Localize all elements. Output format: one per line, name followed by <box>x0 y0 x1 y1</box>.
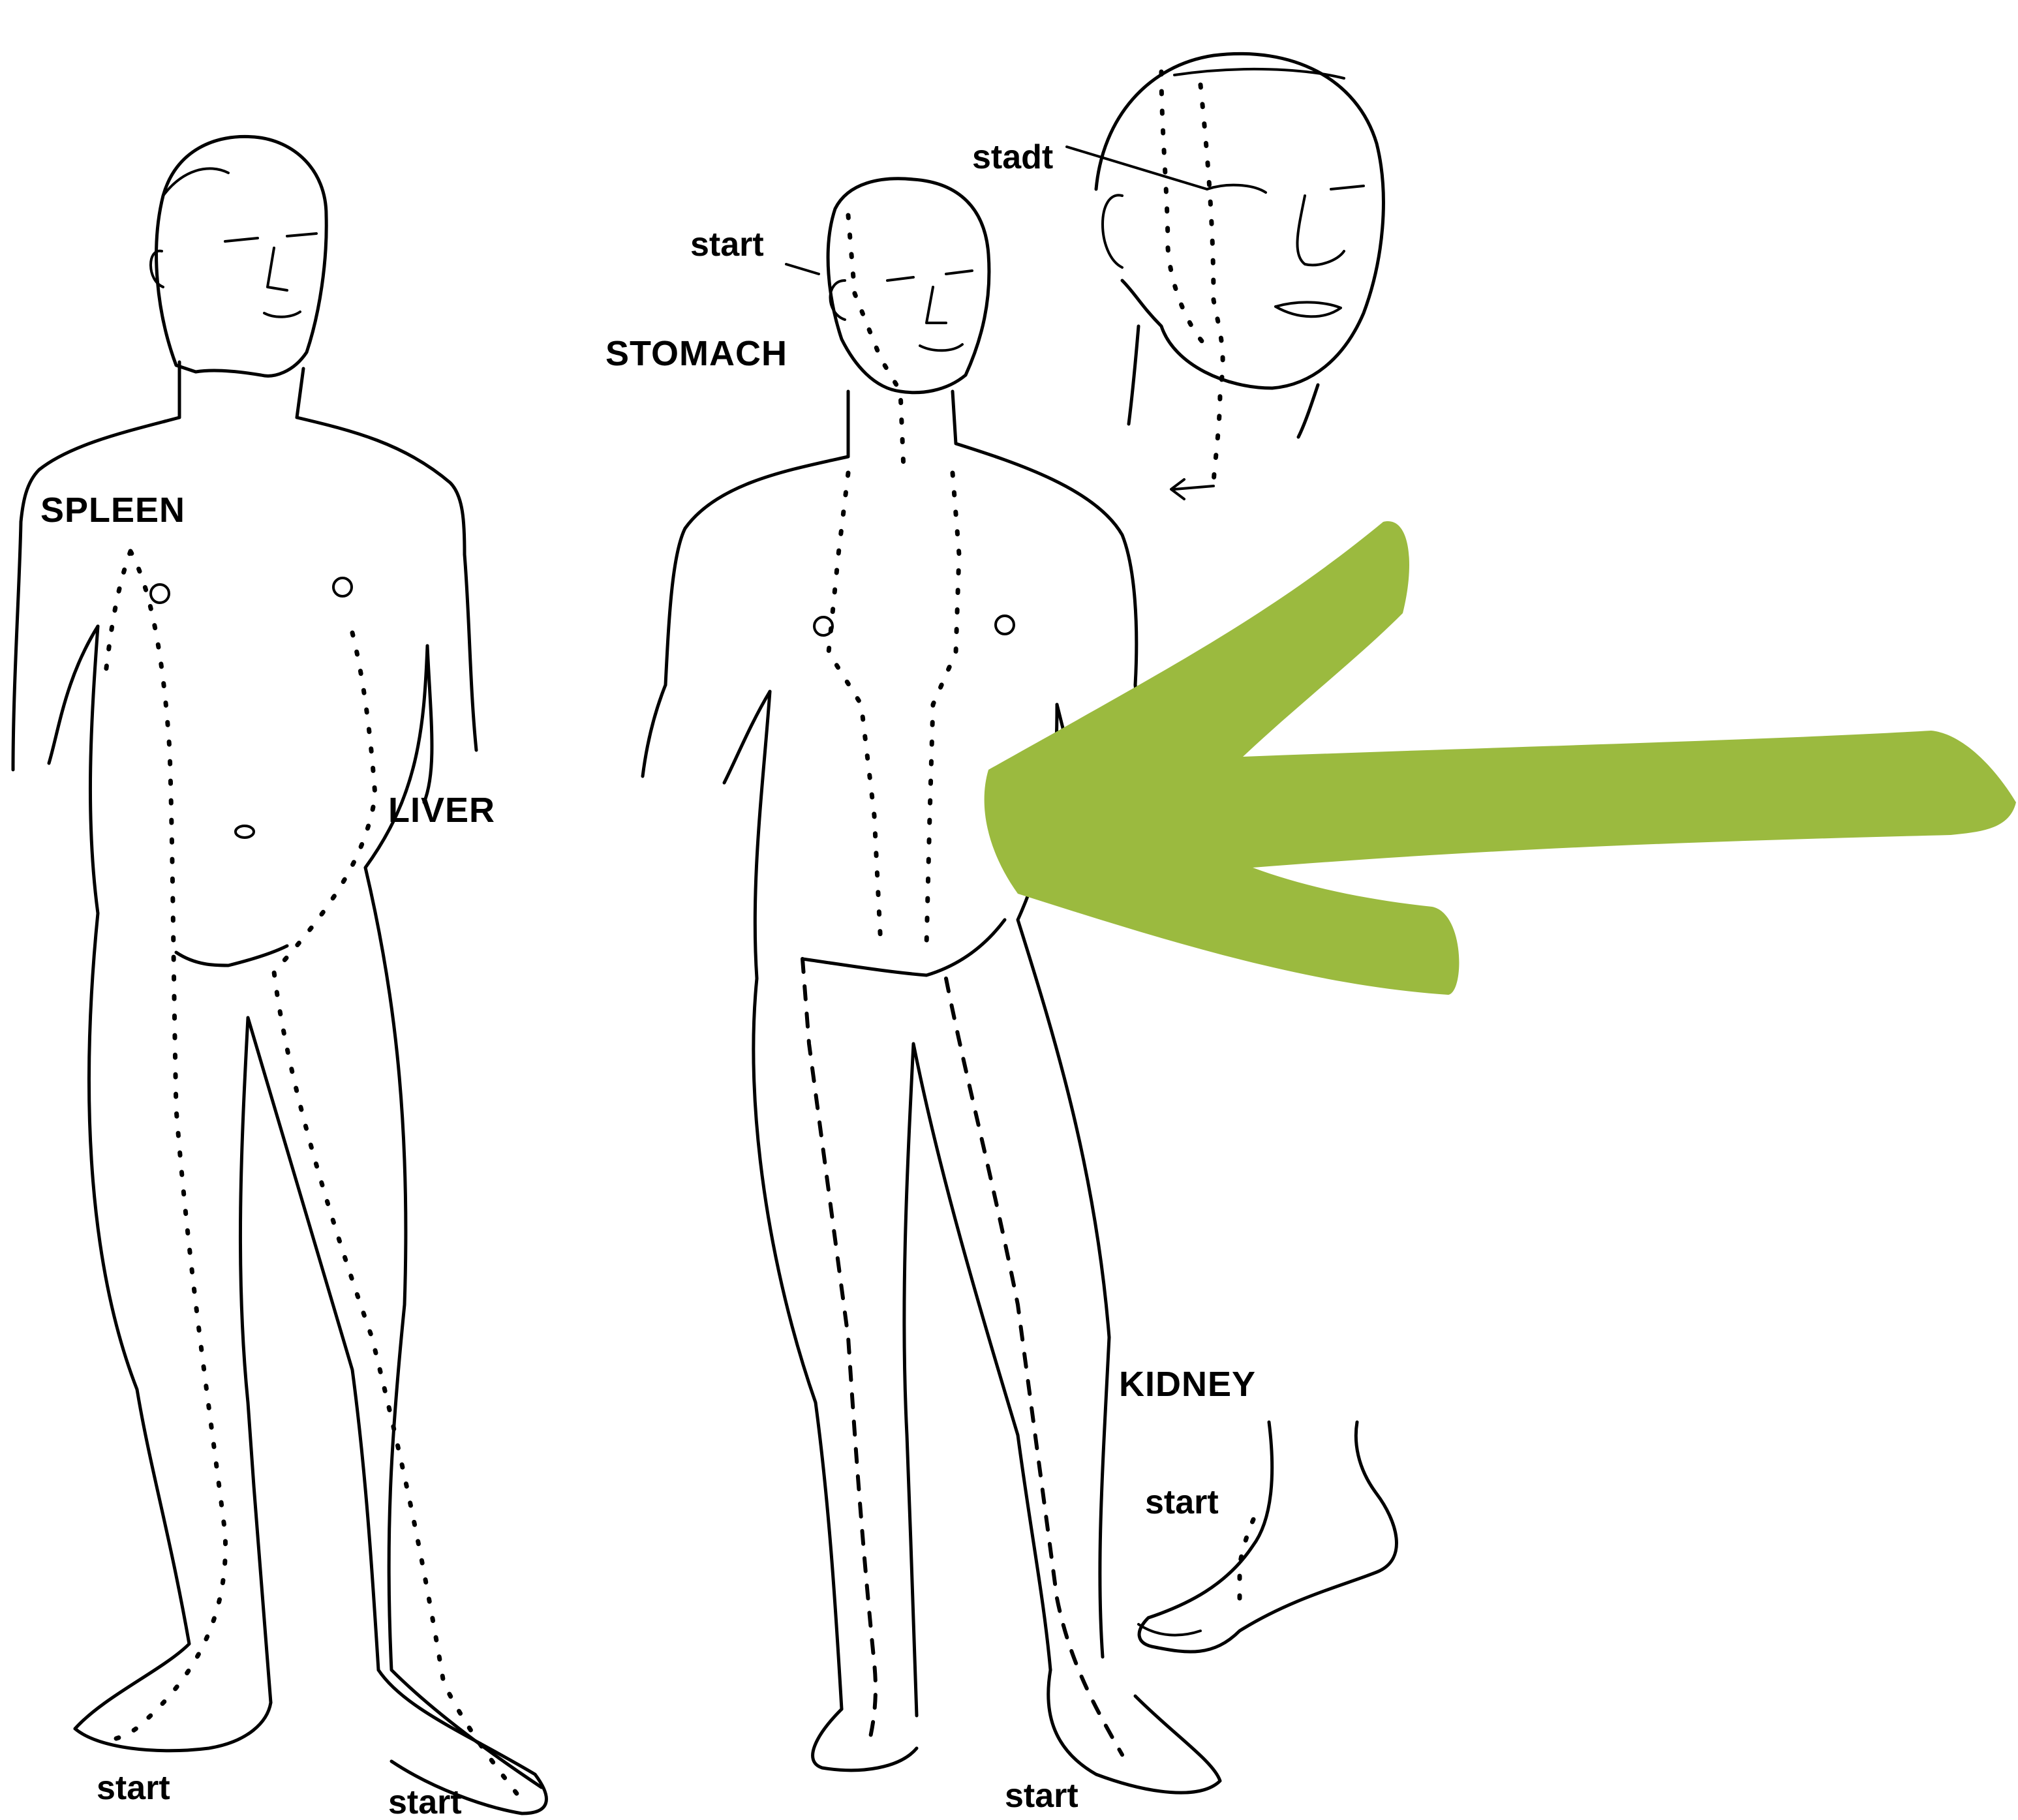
middle-figure: start STOMACH KIDNEY start <box>605 179 1256 1815</box>
left-left-arm <box>13 522 98 770</box>
left-figure: SPLEEN LIVER start start <box>13 136 546 1820</box>
inset-exit-arrow <box>1171 479 1214 499</box>
stomach-start-leader <box>786 264 819 274</box>
spleen-label: SPLEEN <box>40 491 185 530</box>
left-nose <box>268 248 287 290</box>
kidney-label: KIDNEY <box>1119 1365 1256 1404</box>
stomach-start-label: start <box>690 226 764 264</box>
inset-nose <box>1297 196 1344 265</box>
middle-mouth <box>920 344 962 350</box>
left-inner-legs <box>176 946 378 1703</box>
middle-eyes <box>887 271 972 281</box>
inset-foot-outline <box>1139 1422 1396 1652</box>
middle-torso-outline <box>665 391 1137 1709</box>
stomach-label: STOMACH <box>605 334 787 373</box>
left-mouth <box>264 312 300 317</box>
inset-eyes <box>1207 185 1364 192</box>
inset-head-outline <box>1096 53 1383 388</box>
spleen-start-label: start <box>97 1769 170 1807</box>
left-head <box>157 136 327 376</box>
middle-inner-legs <box>803 920 1050 1716</box>
kidney-start-label: start <box>1005 1777 1078 1815</box>
liver-start-label: start <box>388 1783 462 1820</box>
liver-label: LIVER <box>388 791 495 830</box>
middle-head <box>828 179 989 393</box>
inset-start-leader <box>1067 147 1207 189</box>
left-arrow-icon <box>985 521 2016 995</box>
inset-meridian-path <box>1161 72 1223 486</box>
inset-mouth <box>1276 302 1341 316</box>
inset-foot-toes <box>1139 1624 1200 1635</box>
middle-feet <box>813 1670 1220 1793</box>
head-inset: stadt <box>972 53 1383 499</box>
foot-inset: start <box>1139 1422 1396 1652</box>
kidney-sole-start-label: start <box>1145 1483 1219 1521</box>
inset-ear <box>1103 195 1122 267</box>
inset-start-label: stadt <box>972 138 1053 176</box>
middle-nose <box>926 287 946 323</box>
kidney-meridian-path <box>803 959 1122 1755</box>
left-torso-outline <box>21 362 542 1787</box>
middle-left-arm <box>643 685 770 783</box>
left-right-arm <box>424 554 476 802</box>
left-eyes <box>225 234 316 241</box>
inset-neck <box>1129 326 1318 437</box>
stomach-meridian-path <box>829 215 959 946</box>
spleen-meridian-path <box>104 551 226 1742</box>
